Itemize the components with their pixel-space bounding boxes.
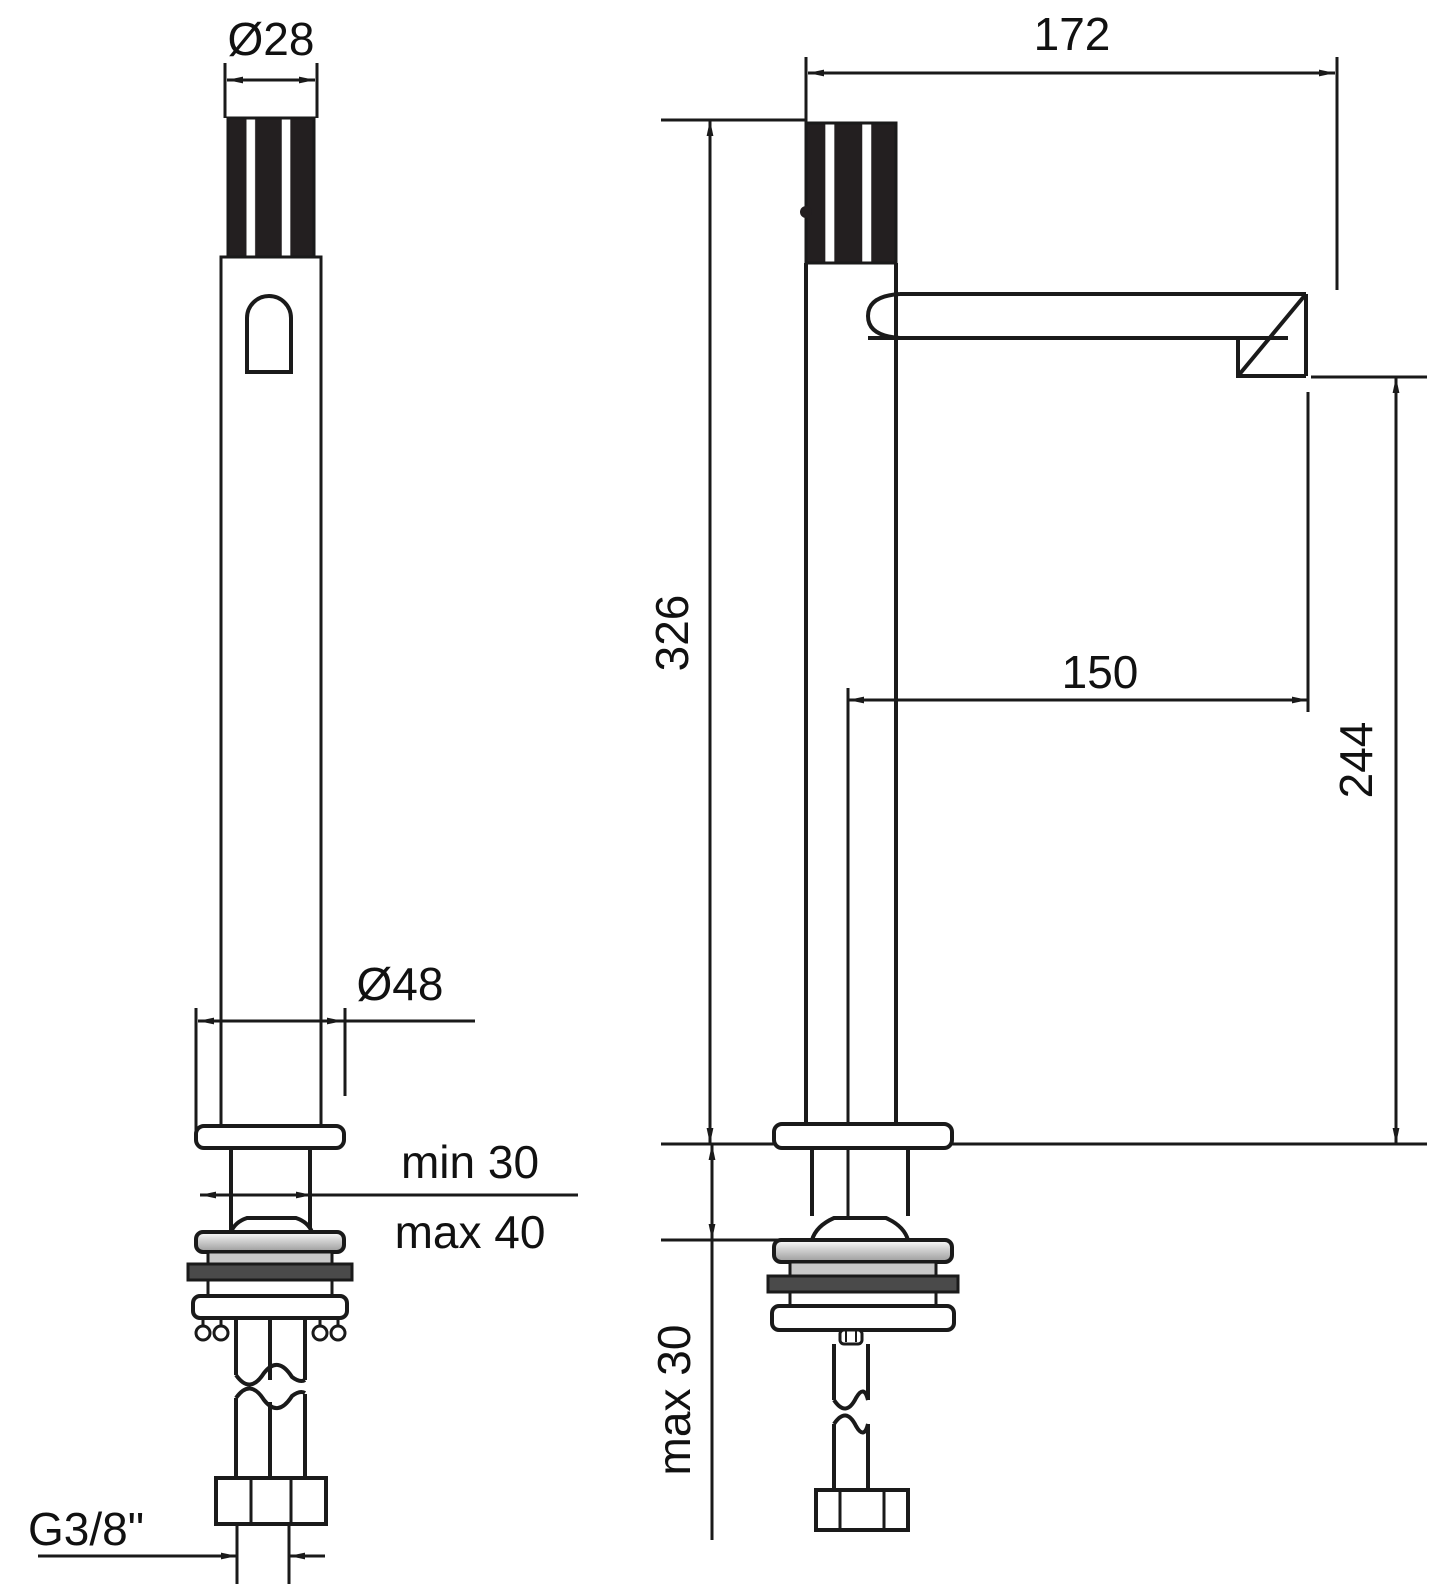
sensor-window [245,294,293,374]
side-view [661,57,1427,1540]
label-thread-size: G3/8" [28,1503,144,1555]
dim-total-height [661,118,806,1146]
body-tube [219,255,323,1134]
side-hex-nut [814,1488,910,1532]
dim-body-height [846,392,1310,1290]
side-mounting-shank [810,1148,910,1216]
label-diameter-handle: Ø28 [228,13,315,65]
mounting-shank [229,1148,312,1232]
dim-diameter-base [194,1008,475,1132]
handle-cap [226,116,316,259]
label-spout-reach: 172 [1034,8,1111,60]
dim-spout-reach [804,57,1339,290]
side-handle-cap [800,121,898,265]
label-spout-height: 244 [1330,722,1382,799]
supply-tube-lower [234,1386,307,1478]
dim-counter-thickness [200,1191,578,1199]
dim-thread [38,1524,325,1584]
wing-nut-right [311,1318,347,1342]
wing-nut-left [194,1318,230,1342]
side-body-tube [804,263,898,1126]
label-min-thickness: min 30 [401,1136,539,1188]
label-max-thickness: max 40 [395,1206,546,1258]
side-gasket-stack [766,1216,960,1332]
side-threaded-rod [832,1328,870,1490]
label-total-height: 326 [646,595,698,672]
dim-diameter-handle [223,63,319,118]
dim-spout-height [915,375,1427,1146]
gasket-stack [186,1216,354,1320]
spout-arm [865,292,1308,378]
label-body-height: 150 [1062,646,1139,698]
dim-max-mount [661,1144,778,1540]
escutcheon-flange [194,1124,346,1150]
front-view [38,63,578,1584]
label-max-mount: max 30 [648,1325,700,1476]
supply-tube-upper [234,1318,307,1387]
side-escutcheon-flange [772,1122,954,1150]
label-diameter-base: Ø48 [357,958,444,1010]
hex-connector [214,1476,328,1526]
